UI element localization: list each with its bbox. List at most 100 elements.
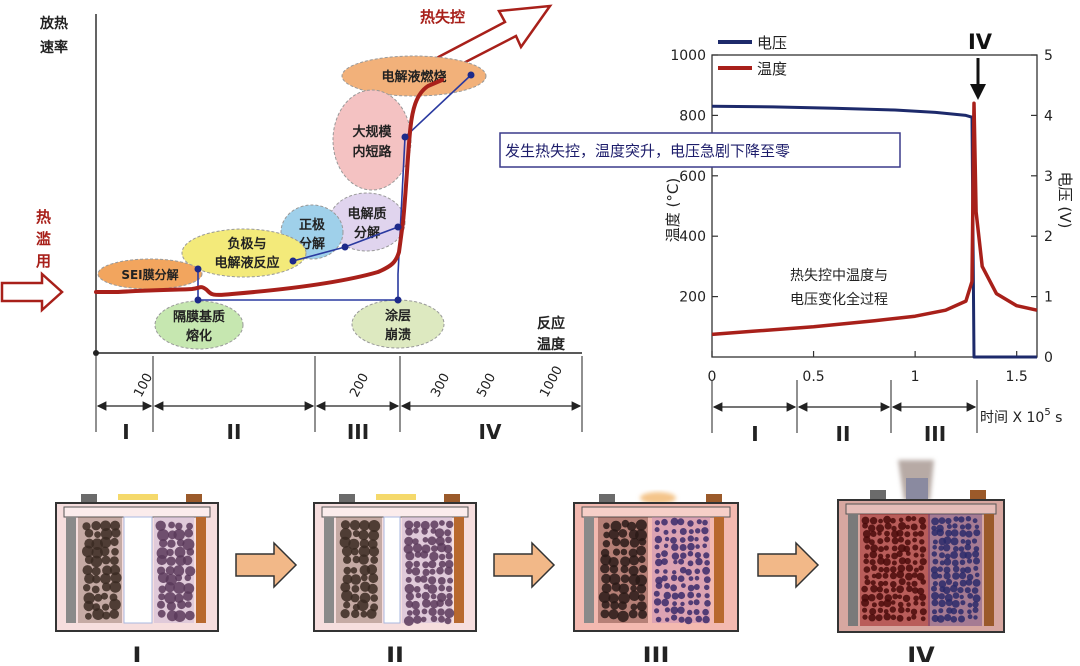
particle xyxy=(685,568,692,576)
bubble-short-circuit-label-1: 大规模 xyxy=(352,124,392,140)
particle xyxy=(83,600,94,612)
particle xyxy=(91,521,101,531)
right-stage-II: II xyxy=(836,422,851,446)
bubble-coating-label-1: 涂层 xyxy=(385,308,411,324)
particle xyxy=(974,524,980,529)
particle xyxy=(358,529,369,541)
particle xyxy=(919,608,927,616)
particle xyxy=(672,601,677,607)
particle xyxy=(82,522,91,531)
particle xyxy=(110,520,121,531)
particle xyxy=(972,607,979,613)
particle xyxy=(368,530,380,541)
particle xyxy=(937,615,945,623)
particle xyxy=(421,608,428,615)
particle xyxy=(413,586,421,593)
particle xyxy=(889,606,896,613)
particle xyxy=(959,594,964,600)
particle xyxy=(444,617,452,625)
trigger-label-3: 用 xyxy=(36,252,51,270)
particle xyxy=(884,530,890,537)
particle xyxy=(406,567,413,575)
particle xyxy=(177,600,186,610)
particle xyxy=(920,616,926,622)
particle xyxy=(943,558,952,566)
particle xyxy=(404,536,414,546)
particle xyxy=(422,537,429,543)
particle xyxy=(111,528,121,538)
particle xyxy=(861,516,870,525)
right-stage-dimensions xyxy=(711,380,978,433)
particle xyxy=(612,537,621,547)
particle xyxy=(636,545,647,556)
y-left-label: 温度 (°C) xyxy=(664,178,682,242)
particle xyxy=(701,527,709,535)
particle xyxy=(952,523,958,529)
particle xyxy=(871,573,877,579)
particle xyxy=(166,556,176,566)
particle xyxy=(350,593,360,603)
particle xyxy=(863,536,871,544)
particle xyxy=(966,558,973,564)
particle xyxy=(671,552,680,560)
particle xyxy=(869,550,878,559)
particle xyxy=(603,531,610,539)
particle xyxy=(884,522,892,530)
particle xyxy=(184,528,194,538)
particle xyxy=(916,572,925,581)
particle xyxy=(670,537,677,544)
bubble-anode-reaction xyxy=(181,228,307,278)
particle xyxy=(618,592,630,604)
particle xyxy=(973,546,980,552)
particle xyxy=(664,536,670,542)
particle xyxy=(661,550,668,557)
particle xyxy=(913,552,919,558)
particle xyxy=(910,608,918,615)
bubble-anode-label-2: 电解液反应 xyxy=(214,255,279,271)
particle xyxy=(99,546,110,557)
particle xyxy=(430,593,437,600)
particle xyxy=(878,518,883,524)
trigger-arrow-icon xyxy=(0,271,64,313)
particle xyxy=(869,517,878,525)
particle xyxy=(945,599,953,607)
particle xyxy=(960,600,966,606)
particle xyxy=(654,535,663,544)
particle xyxy=(420,550,429,559)
particle xyxy=(630,603,638,611)
particle xyxy=(687,609,693,616)
particle xyxy=(870,530,877,538)
dot xyxy=(401,133,409,141)
left-stage-I: I xyxy=(122,420,129,444)
particle xyxy=(882,572,889,579)
particle xyxy=(967,609,972,614)
particle xyxy=(688,529,694,535)
y-right-tick-label: 4 xyxy=(1044,108,1053,124)
particle xyxy=(610,601,619,610)
particle xyxy=(876,592,884,601)
particle xyxy=(868,614,876,622)
left-x-label-1: 反应 xyxy=(537,315,565,332)
particle xyxy=(186,522,194,530)
particle xyxy=(959,572,967,580)
particle xyxy=(348,538,360,550)
particle xyxy=(661,518,668,526)
particle xyxy=(366,608,377,619)
particle xyxy=(972,550,980,558)
particle xyxy=(861,585,868,593)
particle xyxy=(891,545,898,552)
particle xyxy=(931,599,939,607)
particle xyxy=(896,529,904,537)
particle xyxy=(102,565,113,576)
particle xyxy=(653,590,660,597)
particle xyxy=(945,517,952,525)
particle xyxy=(885,553,891,559)
particle xyxy=(680,601,685,607)
particle xyxy=(352,555,360,564)
particle xyxy=(946,524,952,529)
particle xyxy=(912,560,918,565)
particle xyxy=(688,576,694,581)
particle xyxy=(913,595,919,602)
y-left-tick-label: 600 xyxy=(679,169,706,185)
bubble-separator-label-2: 熔化 xyxy=(186,328,212,344)
